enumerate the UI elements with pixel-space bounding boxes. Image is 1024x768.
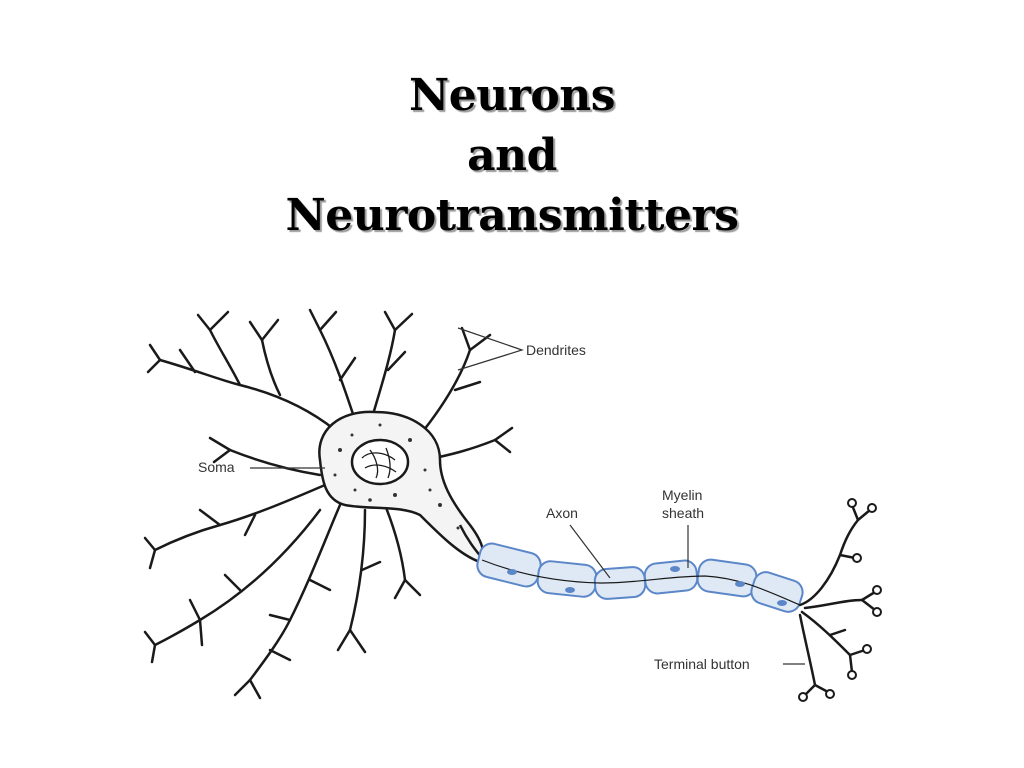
schwann-nuclei [507, 566, 787, 606]
slide-title: Neurons and Neurotransmitters [0, 66, 1024, 246]
title-line-2: and [467, 130, 557, 181]
title-line-3: Neurotransmitters [285, 190, 739, 241]
label-myelin-line-2: sheath [662, 505, 704, 521]
terminal-buttons [798, 498, 882, 702]
soma [318, 410, 485, 564]
leader-lines [250, 327, 805, 665]
terminal-branches [798, 503, 877, 697]
label-myelin-line-1: Myelin [662, 487, 702, 503]
label-soma: Soma [198, 459, 235, 475]
label-axon: Axon [546, 505, 578, 521]
axon-core [481, 559, 801, 606]
myelin-sheath [476, 542, 804, 613]
neuron-diagram: Dendrites Soma Axon Myelin sheath Termin… [143, 308, 882, 702]
label-terminal-button: Terminal button [654, 656, 750, 672]
dendrites [143, 308, 514, 700]
label-dendrites: Dendrites [526, 342, 586, 358]
title-line-1: Neurons [409, 70, 616, 121]
